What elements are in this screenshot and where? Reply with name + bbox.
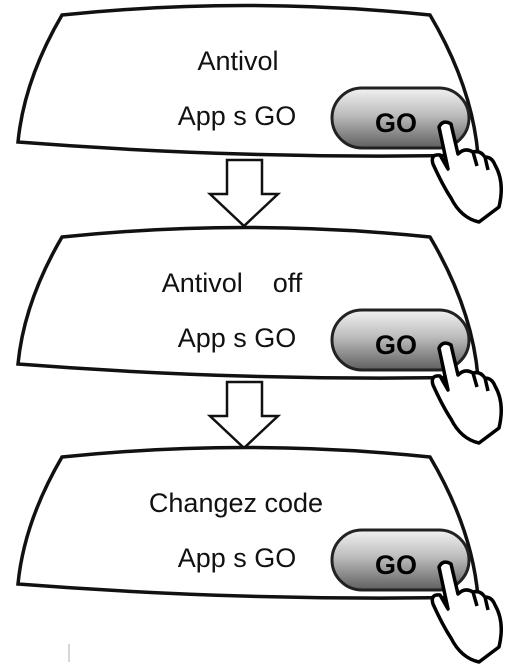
go-button-label: GO	[375, 108, 417, 138]
pointing-hand-icon	[430, 560, 503, 664]
screen-3: Changez code App s GO GO	[16, 445, 503, 664]
go-button-label: GO	[375, 550, 417, 580]
screen-line-2: App s GO	[178, 543, 297, 573]
screen-line-1: Changez code	[149, 488, 323, 518]
go-button[interactable]: GO	[330, 528, 471, 592]
down-arrow-icon	[206, 380, 282, 450]
down-arrow-icon	[206, 158, 282, 228]
screen-2: Antivol off App s GO GO	[16, 225, 503, 445]
screen-line-2: App s GO	[178, 101, 297, 131]
screen-line-2: App s GO	[178, 323, 297, 353]
screen-line-1: Antivol off	[162, 268, 303, 298]
screen-1: Antivol App s GO GO	[16, 3, 503, 224]
go-button-label: GO	[375, 330, 417, 360]
screen-line-1: Antivol	[197, 46, 278, 76]
go-button[interactable]: GO	[330, 86, 471, 150]
pointing-hand-icon	[430, 341, 503, 445]
pointing-hand-icon	[430, 120, 503, 224]
go-button[interactable]: GO	[330, 308, 471, 372]
